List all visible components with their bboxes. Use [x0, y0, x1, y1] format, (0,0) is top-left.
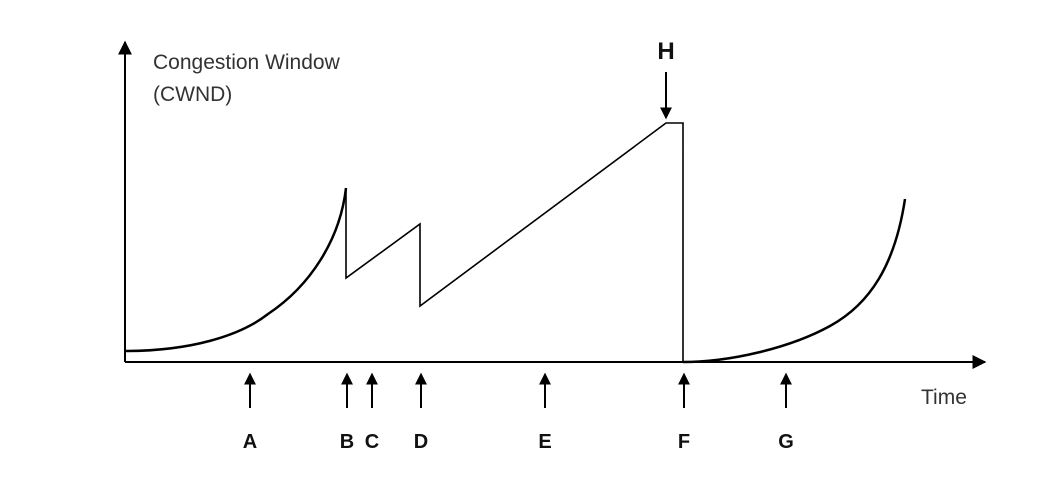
- marker-label-e: E: [538, 431, 551, 453]
- cwnd-sawtooth-segment: [345, 122, 684, 362]
- marker-label-c: C: [365, 431, 379, 453]
- y-axis-label-line2: (CWND): [153, 83, 232, 106]
- marker-label-f: F: [678, 431, 690, 453]
- marker-label-g: G: [778, 431, 794, 453]
- cwnd-restart-slow-start-curve: [682, 198, 907, 364]
- marker-label-d: D: [414, 431, 428, 453]
- peak-marker-label: H: [657, 38, 674, 65]
- cwnd-slow-start-curve: [124, 187, 348, 353]
- x-axis-label: Time: [921, 386, 967, 409]
- marker-label-a: A: [243, 431, 257, 453]
- marker-label-b: B: [340, 431, 354, 453]
- y-axis-label-line1: Congestion Window: [153, 51, 341, 74]
